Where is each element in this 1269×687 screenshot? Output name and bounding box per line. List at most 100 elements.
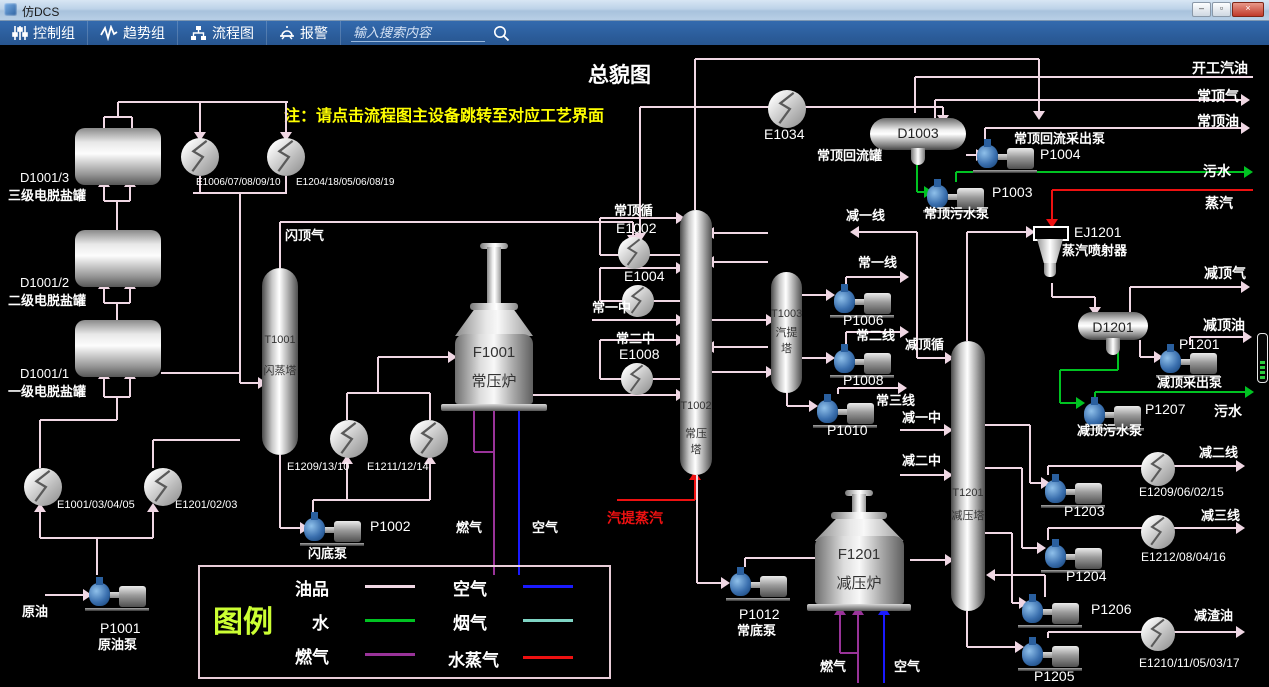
pipe xyxy=(697,582,723,584)
pump-P1207[interactable] xyxy=(1080,395,1144,431)
pipe xyxy=(429,393,431,420)
pipe xyxy=(347,392,430,394)
exchanger-E1004[interactable] xyxy=(622,285,654,317)
stream-label: 减顶采出泵 xyxy=(1157,375,1223,390)
furnace-cone xyxy=(455,310,533,336)
tank-D1001-2[interactable] xyxy=(75,230,161,287)
search-input[interactable] xyxy=(351,24,485,42)
pump-P1008[interactable] xyxy=(830,342,894,378)
pipe xyxy=(984,128,986,142)
pipe-arrow xyxy=(1037,542,1046,554)
pipe xyxy=(240,382,260,384)
pipe xyxy=(1129,287,1131,312)
drum-D1003[interactable]: D1003 xyxy=(870,118,966,150)
pipe xyxy=(1047,466,1049,475)
toolbar-item-control-group[interactable]: 控制组 xyxy=(0,21,88,45)
exchanger-E1002[interactable] xyxy=(618,237,650,269)
stream-label: 减二中 xyxy=(902,453,942,468)
pump-P1006[interactable] xyxy=(830,282,894,318)
exchanger-E1201-02-03[interactable] xyxy=(144,468,182,506)
pump-P1001[interactable] xyxy=(85,575,149,611)
stream-label: P1206 xyxy=(1091,601,1132,617)
column-id-label: T1201 xyxy=(952,487,984,499)
ejector-EJ1201-inlet[interactable] xyxy=(1033,226,1069,241)
pump-P1203[interactable] xyxy=(1041,472,1105,508)
pipe xyxy=(103,185,105,201)
level-gauge[interactable] xyxy=(1257,333,1268,383)
minimize-button[interactable]: – xyxy=(1192,2,1211,17)
column-id-label: T1003 xyxy=(771,308,803,320)
pipe xyxy=(116,201,118,230)
pump-P1205[interactable] xyxy=(1018,635,1082,671)
pump-P1003[interactable] xyxy=(923,177,987,213)
exchanger-E1212-08-04-16[interactable] xyxy=(1141,515,1175,549)
tank-D1001-1[interactable] xyxy=(75,320,161,377)
exchanger-E1034[interactable] xyxy=(768,90,806,128)
pipe-arrow xyxy=(900,271,909,283)
stream-label: 减顶气 xyxy=(1204,265,1246,281)
exchanger-E1006-07-08-09-10[interactable] xyxy=(181,138,219,176)
column-id-label: T1002 xyxy=(680,400,712,412)
pump-P1012[interactable] xyxy=(726,565,790,601)
stream-label: P1008 xyxy=(843,372,884,388)
ejector-body[interactable] xyxy=(1037,239,1063,263)
pump-stub xyxy=(1052,539,1059,547)
pipe xyxy=(787,405,811,407)
maximize-button[interactable]: ▫ xyxy=(1212,2,1231,17)
pump-motor xyxy=(864,353,891,374)
exchanger-E1209-13-10[interactable] xyxy=(330,420,368,458)
furnace-base xyxy=(441,404,547,411)
pump-P1206[interactable] xyxy=(1018,592,1082,628)
pump-P1004[interactable] xyxy=(973,137,1037,173)
close-button[interactable]: × xyxy=(1232,2,1264,17)
pipe xyxy=(599,268,601,301)
toolbar-item-trend-group[interactable]: 趋势组 xyxy=(88,21,178,45)
stream-label: 常顶气 xyxy=(1197,88,1239,104)
exchanger-E1210-11-05-03-17[interactable] xyxy=(1141,617,1175,651)
pipe-jiandingqi xyxy=(1130,286,1243,288)
exchanger-E1001-03-04-05[interactable] xyxy=(24,468,62,506)
drum-D1201[interactable]: D1201 xyxy=(1078,312,1148,340)
exchanger-E1008[interactable] xyxy=(621,363,653,395)
pipe xyxy=(474,451,494,453)
search-icon[interactable] xyxy=(493,25,510,42)
pipe-jianyixian xyxy=(857,231,917,233)
furnace-name-label: 常压炉 xyxy=(471,373,517,390)
pump-imp xyxy=(1022,600,1043,623)
pump-P1201[interactable] xyxy=(1156,342,1220,378)
pipe-arrow xyxy=(676,212,685,224)
stream-label: 燃气 xyxy=(820,659,847,674)
furnace-flange xyxy=(469,303,519,310)
stream-label: E1004 xyxy=(624,268,665,284)
pipe xyxy=(1038,59,1040,113)
pipe-arrow xyxy=(280,132,292,141)
pump-imp xyxy=(1084,403,1105,426)
pump-P1010[interactable] xyxy=(813,392,877,428)
toolbar-item-alarm[interactable]: 报警 xyxy=(267,21,341,45)
exchanger-E1209-06-02-15[interactable] xyxy=(1141,452,1175,486)
pump-base xyxy=(85,608,149,611)
pump-stub xyxy=(824,394,831,402)
pump-base xyxy=(830,315,894,318)
furnace-name-label: 减压炉 xyxy=(836,575,882,592)
pipe xyxy=(599,340,601,379)
pump-shaft xyxy=(110,592,119,598)
exchanger-E1211-12-14[interactable] xyxy=(410,420,448,458)
toolbar-item-flow-diagram[interactable]: 流程图 xyxy=(178,21,267,45)
pipe-yuanyou xyxy=(45,594,85,596)
tank-D1001-3[interactable] xyxy=(75,128,161,185)
gauge-bar xyxy=(1260,361,1265,364)
exchanger-E1204-18-05-06-08-19[interactable] xyxy=(267,138,305,176)
pipe xyxy=(39,510,41,538)
stream-label: E1211/12/14 xyxy=(367,461,429,473)
pump-P1002[interactable] xyxy=(300,510,364,546)
furnace-chimney-cap xyxy=(480,243,508,249)
pump-P1204[interactable] xyxy=(1041,537,1105,573)
pump-shaft xyxy=(1043,652,1052,658)
